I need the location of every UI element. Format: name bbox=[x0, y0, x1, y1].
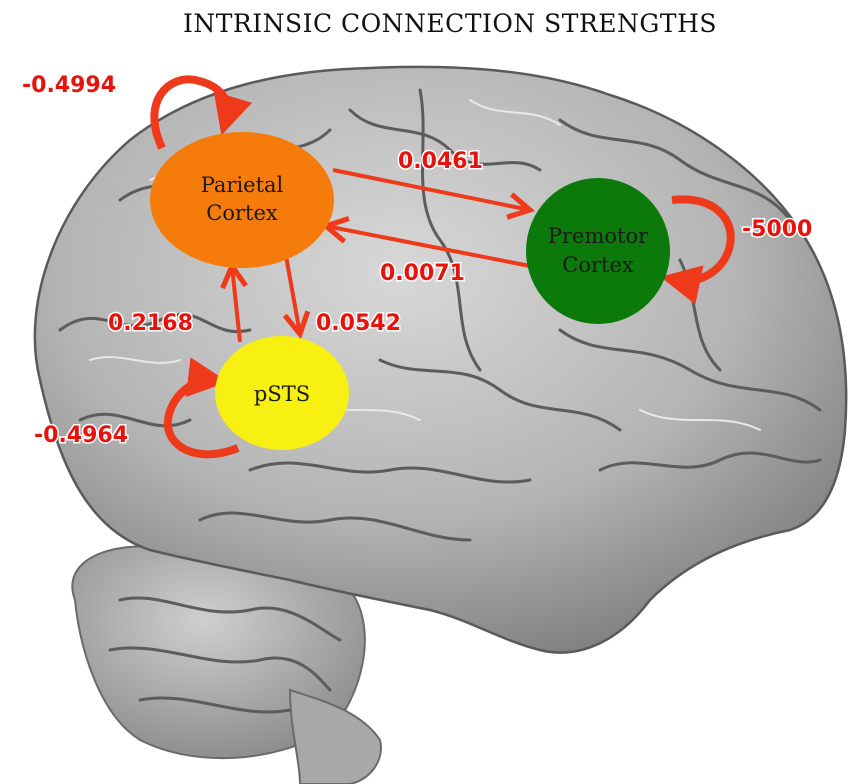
label-premotor-to-parietal: 0.0071 bbox=[380, 261, 465, 286]
label-parietal-to-psts: 0.0542 bbox=[316, 311, 401, 336]
parietal-node-circle bbox=[150, 132, 334, 268]
node-parietal-cortex: Parietal Cortex bbox=[150, 132, 334, 268]
premotor-label-line1: Premotor bbox=[548, 224, 649, 248]
node-premotor-cortex: Premotor Cortex bbox=[526, 178, 670, 324]
label-parietal-to-premotor: 0.0461 bbox=[398, 149, 483, 174]
psts-label: pSTS bbox=[254, 382, 310, 406]
label-psts-self: -0.4964 bbox=[34, 423, 128, 448]
parietal-label-line2: Cortex bbox=[206, 201, 278, 225]
label-psts-to-parietal: 0.2168 bbox=[108, 311, 193, 336]
label-parietal-self: -0.4994 bbox=[22, 73, 116, 98]
node-psts: pSTS bbox=[215, 336, 349, 450]
parietal-label-line1: Parietal bbox=[201, 173, 284, 197]
label-premotor-self: -5000 bbox=[742, 217, 812, 242]
premotor-label-line2: Cortex bbox=[562, 253, 634, 277]
premotor-node-circle bbox=[526, 178, 670, 324]
diagram-title: INTRINSIC CONNECTION STRENGTHS bbox=[183, 9, 717, 38]
brain-illustration bbox=[35, 67, 846, 784]
